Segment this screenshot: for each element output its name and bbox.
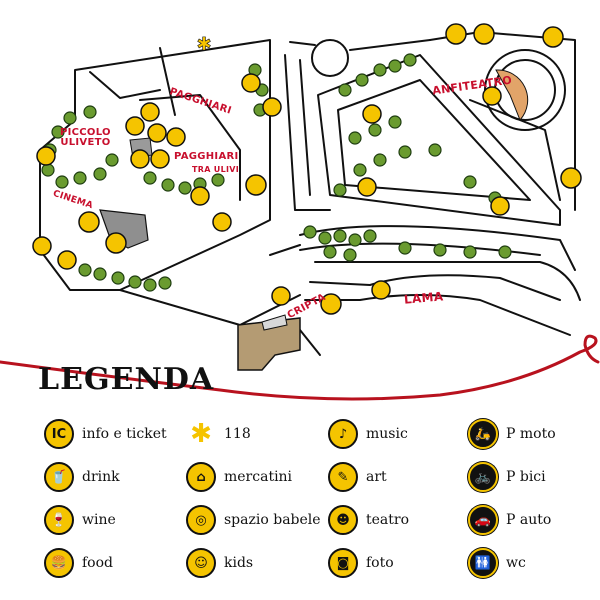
legend-item: 🛵 P moto: [468, 416, 556, 452]
poi-markers[interactable]: [32, 23, 582, 315]
legend-item: ✱ 118: [186, 416, 251, 452]
legend-label: teatro: [366, 512, 410, 528]
legend-label: music: [366, 426, 408, 442]
legend-item: ♪ music: [328, 416, 408, 452]
ambulance-118-icon: ✱: [190, 419, 212, 449]
label-pagghiari-tra-ulivi: PAGGHIARI: [174, 151, 239, 162]
legend-item: IC info e ticket: [44, 416, 167, 452]
label-tra-ulivi: TRA ULIVI: [192, 165, 240, 174]
legend-label: P auto: [506, 512, 552, 528]
label-piccolo-uliveto: PICCOLO ULIVETO: [60, 127, 111, 148]
label-lama: LAMA: [403, 289, 444, 307]
legend-item: ⌂ mercatini: [186, 459, 292, 495]
legend-label: art: [366, 469, 387, 485]
bike-parking-icon: 🚲: [468, 462, 498, 492]
legend-label: 118: [224, 426, 251, 442]
legend-label: foto: [366, 555, 394, 571]
legend-item: ◎ spazio babele: [186, 502, 321, 538]
legend: IC info e ticket 🥤 drink 🍷 wine 🍔 food ✱ 118 ⌂ merc…: [0, 410, 600, 600]
legend-label: food: [82, 555, 114, 571]
legend-item: 🍔 food: [44, 545, 113, 581]
music-icon: ♪: [328, 419, 358, 449]
legend-label: mercatini: [224, 469, 293, 485]
theatre-masks-icon: ☻: [328, 505, 358, 535]
art-brush-icon: ✎: [328, 462, 358, 492]
car-parking-icon: 🚗: [468, 505, 498, 535]
legend-title: LEGENDA: [38, 362, 215, 397]
info-ticket-icon: IC: [44, 419, 74, 449]
legend-item: ☻ teatro: [328, 502, 409, 538]
legend-item: ☺ kids: [186, 545, 253, 581]
red-border-line: [0, 334, 600, 401]
kids-icon: ☺: [186, 548, 216, 578]
legend-label: wine: [82, 512, 116, 528]
food-icon: 🍔: [44, 548, 74, 578]
legend-label: P moto: [506, 426, 556, 442]
wine-icon: 🍷: [44, 505, 74, 535]
spiral-icon: ◎: [186, 505, 216, 535]
legend-label: drink: [82, 469, 120, 485]
camera-icon: ◙: [328, 548, 358, 578]
legend-label: spazio babele: [224, 512, 321, 528]
legend-item: 🚻 wc: [468, 545, 526, 581]
legend-item: 🚗 P auto: [468, 502, 551, 538]
drink-icon: 🥤: [44, 462, 74, 492]
tree-clusters: [41, 53, 512, 292]
buildings: [99, 69, 529, 371]
legend-label: wc: [506, 555, 526, 571]
legend-item: ◙ foto: [328, 545, 394, 581]
legend-item: 🚲 P bici: [468, 459, 546, 495]
legend-label: P bici: [506, 469, 546, 485]
legend-label: kids: [224, 555, 254, 571]
legend-label: info e ticket: [82, 426, 167, 442]
first-aid-icon: ✱: [196, 34, 211, 55]
legend-item: 🥤 drink: [44, 459, 120, 495]
market-stall-icon: ⌂: [186, 462, 216, 492]
legend-item: 🍷 wine: [44, 502, 116, 538]
legend-item: ✎ art: [328, 459, 387, 495]
wc-icon: 🚻: [468, 548, 498, 578]
motorbike-parking-icon: 🛵: [468, 419, 498, 449]
